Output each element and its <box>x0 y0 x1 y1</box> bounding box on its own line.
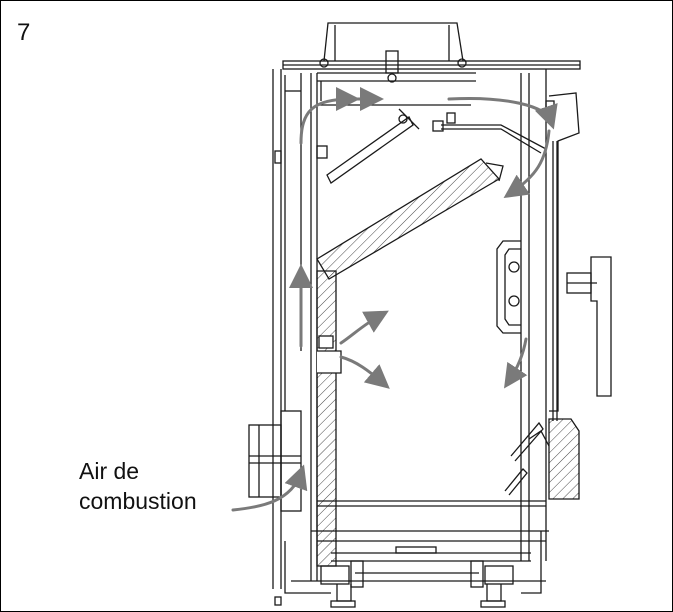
front-refractory <box>504 418 580 500</box>
feet <box>320 560 514 608</box>
front-door <box>545 92 580 421</box>
airflow-arrow-top-curve <box>299 87 360 145</box>
combustion-air-label: Air de combustion <box>79 456 197 516</box>
airflow-arrow-secondary-down <box>339 355 390 389</box>
combustion-air-label-line2: combustion <box>79 488 197 514</box>
rear-panel <box>272 69 286 606</box>
upper-deflector <box>316 108 420 184</box>
top-plate <box>282 60 581 70</box>
airflow-arrow-down-right <box>503 129 551 199</box>
ash-pan <box>291 500 549 582</box>
top-channel <box>317 72 547 154</box>
flue-collar <box>319 22 467 83</box>
airflow-arrow-front-down <box>504 337 528 389</box>
airflow-arrow-top-to-right <box>447 96 558 130</box>
left-refractory <box>316 270 342 567</box>
combustion-air-label-line1: Air de <box>79 458 140 484</box>
airflow-arrow-intake <box>231 464 308 512</box>
door-handle <box>566 256 612 397</box>
airflow-arrow-secondary-up <box>339 310 389 345</box>
air-intake-box <box>248 410 302 512</box>
air-control-slot <box>496 240 521 334</box>
base-outline <box>284 531 542 594</box>
figure-number: 7 <box>17 19 31 46</box>
baffle-plate <box>316 158 504 280</box>
